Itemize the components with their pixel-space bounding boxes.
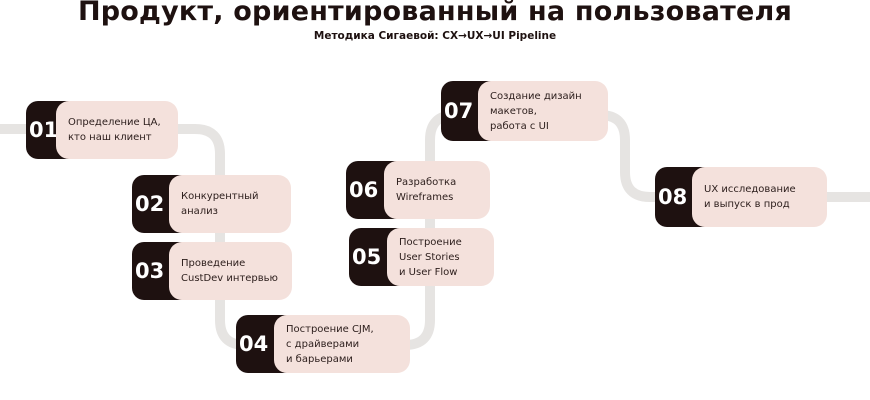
step-text: Построение User Stories и User Flow [387, 228, 494, 286]
step-01: 01 Определение ЦА, кто наш клиент [26, 101, 178, 159]
step-text: Определение ЦА, кто наш клиент [56, 101, 178, 159]
step-08: 08 UX исследование и выпуск в прод [655, 167, 827, 227]
step-text: Построение CJM, с драйверами и барьерами [274, 315, 410, 373]
step-text: Проведение CustDev интервью [169, 242, 292, 300]
step-text: Создание дизайн макетов, работа с UI [478, 81, 608, 141]
step-06: 06 Разработка Wireframes [346, 161, 490, 219]
step-text: UX исследование и выпуск в прод [692, 167, 827, 227]
step-text: Конкурентный анализ [169, 175, 291, 233]
step-02: 02 Конкурентный анализ [132, 175, 291, 233]
step-03: 03 Проведение CustDev интервью [132, 242, 292, 300]
step-text: Разработка Wireframes [384, 161, 490, 219]
page-subtitle: Методика Сигаевой: CX→UX→UI Pipeline [313, 30, 557, 42]
step-04: 04 Построение CJM, с драйверами и барьер… [236, 315, 410, 373]
step-05: 05 Построение User Stories и User Flow [349, 228, 494, 286]
step-07: 07 Создание дизайн макетов, работа с UI [441, 81, 608, 141]
page-title: Продукт, ориентированный на пользователя [77, 0, 792, 27]
